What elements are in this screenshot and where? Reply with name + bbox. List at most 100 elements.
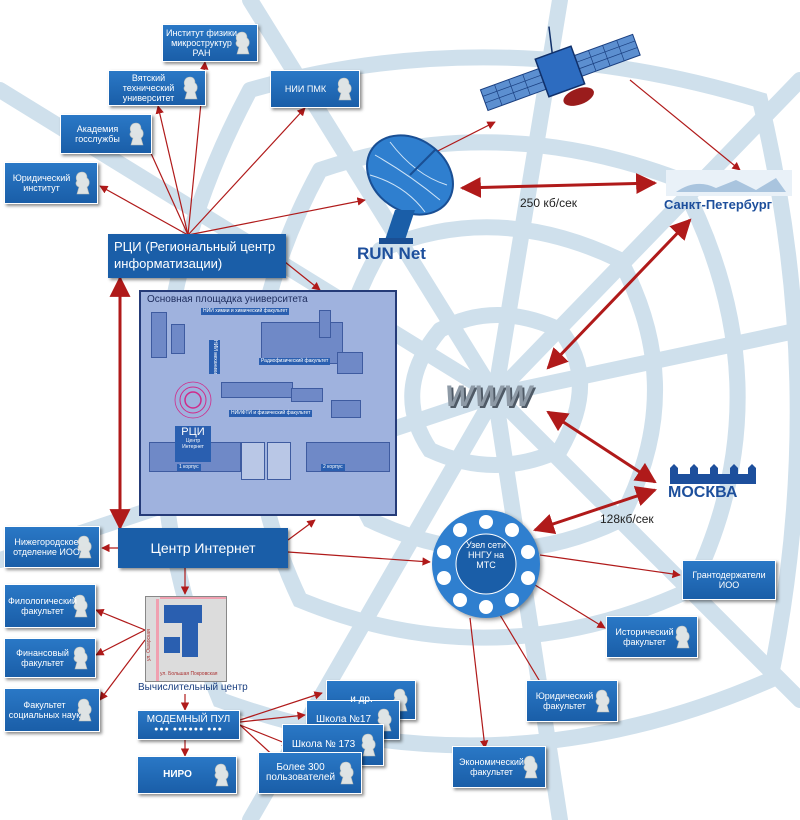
node-nii-pmk[interactable]: НИИ ПМК [270,70,360,108]
campus-building [267,442,291,480]
computing-center-map[interactable]: ул. Ошарская ул. Большая Покровская [145,596,227,682]
rotary-dial-icon [437,515,535,614]
node-rci[interactable]: РЦИ (Региональный центр информатизации) [108,234,286,278]
label-radio: Радиофизический факультет [259,358,331,365]
label-korpus-2: 2 корпус [321,464,345,471]
node-school173-label: Школа № 173 [291,739,356,750]
link-rci-yurinst [99,185,189,236]
label-niih: НИИ химии и химический факультет [201,308,290,315]
node-nizhegorod-label: Нижегородское отделение ИОО [13,537,80,557]
campus-rci-label: РЦИ [181,426,205,438]
campus-map[interactable]: Основная площадка университета НИИ химии… [139,290,397,516]
link-sat-spb [629,79,741,171]
node-modem-label: МОДЕМНЫЙ ПУЛ [146,714,231,725]
node-school17-label: Школа №17 [315,714,372,725]
node-internet-center-label: Центр Интернет [150,539,256,556]
campus-building [151,312,167,358]
link-phone-grant [539,554,681,579]
satellite-icon [479,26,641,112]
node-social[interactable]: Факультет социальных наук [4,688,100,732]
node-finans[interactable]: Финансовый факультет [4,638,96,678]
rci-rings-icon [174,381,212,419]
satellite-dish-icon [366,134,454,244]
node-fizika[interactable]: Институт физики микроструктур РАН [162,24,258,62]
node-niro[interactable]: НИРО [137,756,237,794]
node-yurfak[interactable]: Юридический факультет [526,680,618,722]
node-akademia[interactable]: Академия госслужбы [60,114,152,154]
label-korpus-1: 1 корпус [177,464,201,471]
spb-skyline-icon [666,170,792,196]
node-finans-label: Финансовый факультет [16,648,69,668]
node-grant-label: Грантодержатели ИОО [692,570,766,590]
campus-rci-sub: Центр Интернет [182,438,204,450]
node-nizhegorod[interactable]: Нижегородское отделение ИОО [4,526,100,568]
node-yurinst-label: Юридический институт [12,173,71,193]
campus-building [337,352,363,374]
link-vych-social [99,639,146,701]
link-vych-filolog [95,608,146,631]
link-rci-akademia [144,139,189,236]
computing-center-label: Вычислительный центр [138,682,248,693]
node-econom-label: Экономический факультет [459,757,524,777]
speed-moscow: 128кб/сек [600,512,654,526]
node-internet-center[interactable]: Центр Интернет [118,528,288,568]
link-www-spb [546,218,692,370]
kremlin-icon [670,464,756,484]
link-rci-campus [279,257,321,291]
node-spb[interactable]: Санкт-Петербург [664,197,773,212]
modem-indicators: ●●● ●●●●●● ●●● [154,726,223,733]
computing-center-building [164,605,202,623]
node-www[interactable]: WWW [445,380,533,413]
campus-title: Основная площадка университета [147,294,308,305]
node-akademia-label: Академия госслужбы [75,124,120,144]
node-phone-dial[interactable]: Узел сети ННГУ на МТС [432,510,540,618]
link-campus-internet [287,519,316,541]
campus-building [221,382,293,398]
node-filolog-label: Филологический факультет [8,596,77,616]
node-econom[interactable]: Экономический факультет [452,746,546,788]
campus-building [171,324,185,354]
link-phone-moscow [533,486,657,534]
node-yurinst[interactable]: Юридический институт [4,162,98,204]
street-label-2: ул. Большая Покровская [160,671,218,677]
link-phone-yurfak [499,614,546,691]
campus-building [291,388,323,402]
computing-center-building [164,637,180,653]
link-modem-school173 [239,724,291,747]
node-etc-label: и др. [350,694,373,705]
campus-building-2 [306,442,390,472]
campus-rci-block[interactable]: РЦИ Центр Интернет [175,426,211,462]
link-www-moscow [546,410,657,484]
node-social-label: Факультет социальных наук [8,700,81,720]
node-nii-pmk-label: НИИ ПМК [284,84,327,94]
campus-building [319,310,331,338]
node-phone-label: Узел сети ННГУ на МТС [465,540,507,570]
node-vyatsky[interactable]: Вятский технический университет [108,70,206,106]
node-modem-pool[interactable]: МОДЕМНЫЙ ПУЛ ●●● ●●●●●● ●●● [137,710,240,740]
node-moscow[interactable]: МОСКВА [668,484,738,501]
label-niifti: НИИФТИ и физический факультет [229,410,313,417]
link-vych-finans [95,629,146,656]
node-rci-label: РЦИ (Региональный центр информатизации) [114,239,276,271]
label-niih-side: НИИ механики [209,340,220,375]
campus-building [331,400,361,418]
link-rci-runnet [187,197,366,236]
link-modem-school17 [239,711,306,723]
node-filolog[interactable]: Филологический факультет [4,584,96,628]
link-rci-niipmk [187,107,306,236]
street-label-1: ул. Ошарская [146,629,152,661]
computing-center-building [182,623,198,657]
node-users[interactable]: Более 300 пользователей [258,752,362,794]
link-runnet-spb [459,172,658,199]
link-internet-phone [287,551,431,566]
node-users-label: Более 300 пользователей [265,762,336,783]
link-phone-econom [469,617,489,749]
node-vyatsky-label: Вятский технический университет [122,73,175,103]
speed-spb: 250 кб/сек [520,196,577,210]
link-phone-istoric [534,584,606,629]
node-run-net[interactable]: RUN Net [357,244,426,263]
link-rci-vyatsky [155,105,189,236]
campus-building [241,442,265,480]
node-istoric[interactable]: Исторический факультет [606,616,698,658]
node-grant[interactable]: Грантодержатели ИОО [682,560,776,600]
